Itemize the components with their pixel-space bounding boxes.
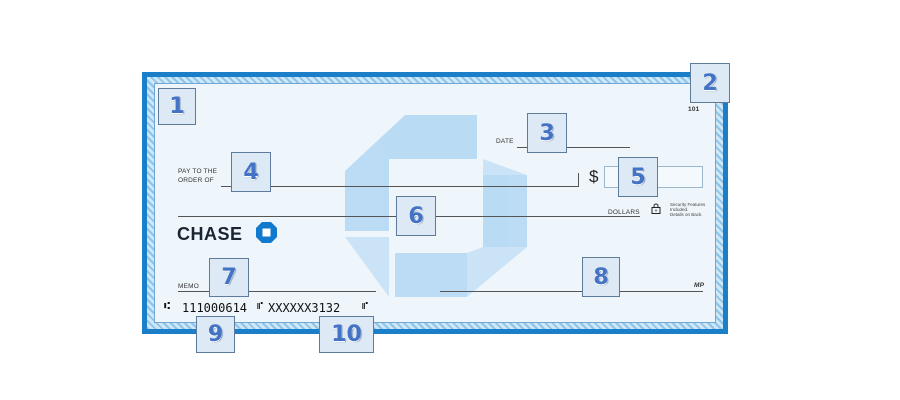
callout-4: 4 [231,152,271,192]
callout-9: 9 [196,316,235,353]
payee-label-line1: PAY TO THE [178,168,218,175]
callout-1: 1 [158,88,196,125]
callout-7: 7 [209,258,249,297]
callout-8: 8 [582,257,620,297]
date-label: DATE [496,138,514,145]
check-number: 101 [688,106,700,113]
callout-3: 3 [527,113,567,153]
chase-octagon-logo [256,222,277,243]
payee-line-end-tick [578,173,579,187]
bank-name: CHASE [177,224,243,244]
currency-symbol: $ [589,167,599,186]
security-note-line2: Included. [670,207,689,212]
lock-icon [651,203,661,214]
callout-10: 10 [319,316,374,353]
security-note-line3: Details on Back. [670,212,703,217]
routing-number: 111000614 [182,301,248,315]
payee-label-line2: ORDER OF [178,177,214,184]
chase-watermark-logo [345,115,527,297]
memo-label: MEMO [178,283,200,290]
date-line[interactable] [517,147,630,148]
signature-mark: MP [694,282,705,289]
micr-onus-end-symbol: ⑈ [362,301,368,312]
signature-line[interactable] [440,291,703,292]
callout-6: 6 [396,196,436,236]
payee-line[interactable] [221,186,579,187]
callout-5: 5 [618,157,658,197]
memo-line[interactable] [178,291,376,292]
micr-transit-symbol: ⑆ [164,301,170,312]
micr-onus-symbol: ⑈ [257,301,263,312]
security-note-line1: Security Features [670,202,706,207]
account-number: XXXXXX3132 [268,301,341,315]
security-features-note: Security Features Included. Details on B… [670,202,712,217]
callout-2: 2 [690,63,730,103]
dollars-label: DOLLARS [608,209,640,216]
